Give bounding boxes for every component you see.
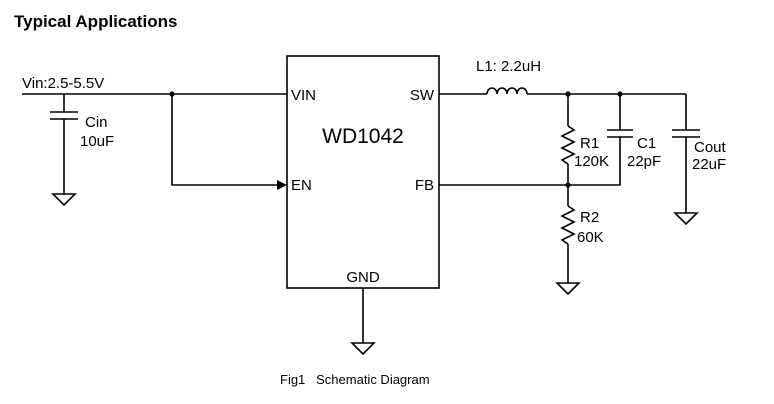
section-heading: Typical Applications bbox=[14, 12, 178, 31]
cout-name: Cout bbox=[694, 139, 727, 156]
c1-bottom-lead bbox=[568, 137, 621, 186]
pin-sw-label: SW bbox=[410, 87, 435, 104]
pin-en-label: EN bbox=[291, 177, 312, 194]
pin-gnd-label: GND bbox=[346, 269, 380, 286]
r2-ground-icon bbox=[555, 282, 581, 296]
pin-fb-label: FB bbox=[415, 177, 434, 194]
ic-ground-icon bbox=[350, 342, 376, 356]
r1-value: 120K bbox=[574, 153, 609, 170]
cout-ground-icon bbox=[673, 212, 699, 226]
r2-name: R2 bbox=[580, 209, 599, 226]
en-arrow-icon bbox=[277, 180, 287, 190]
r1-name: R1 bbox=[580, 135, 599, 152]
ic-name: WD1042 bbox=[322, 125, 404, 148]
cin-value: 10uF bbox=[80, 133, 114, 150]
figure-caption: Fig1 Schematic Diagram bbox=[280, 372, 430, 387]
c1-name: C1 bbox=[637, 135, 656, 152]
r2-value: 60K bbox=[577, 229, 604, 246]
vin-label: Vin:2.5-5.5V bbox=[22, 75, 104, 92]
l1-label: L1: 2.2uH bbox=[476, 58, 541, 75]
en-wire bbox=[171, 94, 280, 186]
c1-value: 22pF bbox=[627, 153, 661, 170]
ic-body bbox=[286, 55, 440, 289]
r1-resistor-icon bbox=[560, 125, 576, 165]
fb-junction-dot bbox=[565, 182, 571, 188]
pin-vin-label: VIN bbox=[291, 87, 316, 104]
r2-resistor-icon bbox=[560, 205, 576, 245]
cin-ground-icon bbox=[51, 193, 77, 207]
cout-value: 22uF bbox=[692, 156, 726, 173]
inductor-l1-icon bbox=[486, 87, 528, 95]
cin-name: Cin bbox=[85, 114, 108, 131]
